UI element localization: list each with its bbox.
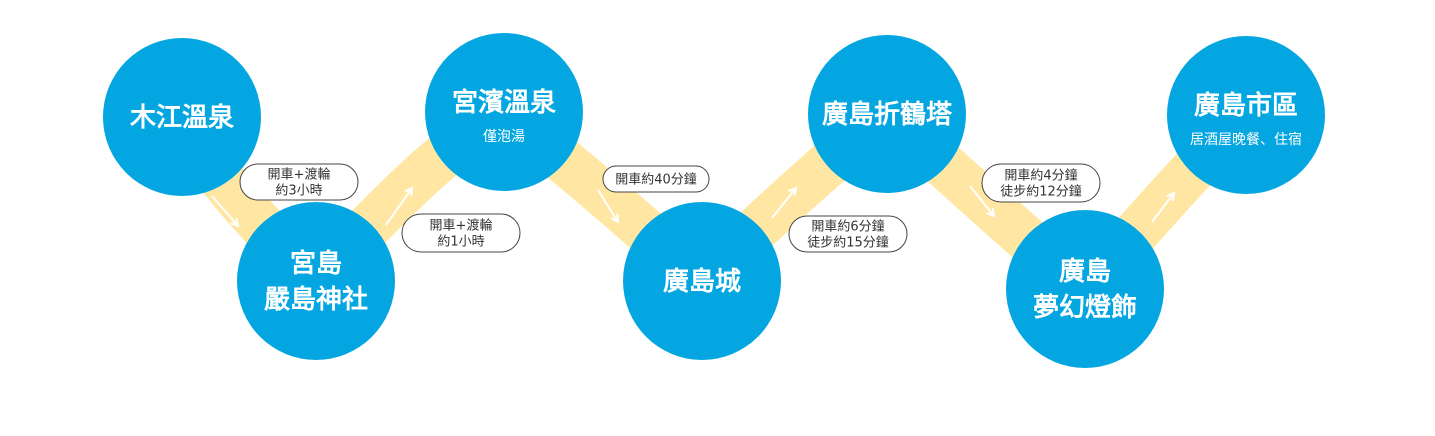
stop-title-3: 宮濱溫泉 bbox=[452, 87, 557, 118]
path-arrow-line-3 bbox=[597, 189, 619, 223]
stop-circle-1 bbox=[103, 38, 261, 196]
stop-circle-7 bbox=[1167, 36, 1325, 194]
path-arrow-line-5 bbox=[969, 185, 995, 217]
leg-label-5 bbox=[981, 163, 1101, 203]
leg-label-text-4: 開車約6分鐘 bbox=[811, 219, 884, 235]
leg-label-1 bbox=[239, 163, 359, 201]
stop-title-7: 廣島市區 bbox=[1194, 90, 1298, 121]
leg-label-4 bbox=[788, 215, 908, 253]
leg-label-text-5: 徒步約12分鐘 bbox=[1000, 184, 1082, 200]
stop-circle-3 bbox=[425, 33, 583, 191]
path-arrow-line-4 bbox=[771, 187, 797, 219]
arrow-head-icon bbox=[986, 207, 996, 218]
stop-subtitle-3: 僅泡湯 bbox=[483, 128, 525, 145]
stop-title-2: 宮島 bbox=[290, 248, 342, 279]
arrow-head-icon bbox=[1166, 191, 1176, 202]
stop-circle-6 bbox=[1006, 210, 1164, 368]
stop-title-1: 木江溫泉 bbox=[129, 102, 235, 133]
leg-label-text-4: 徒步約15分鐘 bbox=[807, 235, 889, 251]
arrow-head-icon bbox=[788, 186, 798, 197]
leg-label-text-5: 開車約4分鐘 bbox=[1004, 168, 1077, 184]
leg-label-text-3: 開車約40分鐘 bbox=[615, 172, 697, 188]
stop-title-6: 夢幻燈飾 bbox=[1033, 292, 1137, 323]
path-arrow-line-2 bbox=[385, 187, 413, 226]
stop-title-2: 嚴島神社 bbox=[264, 284, 368, 315]
stop-circle-5 bbox=[808, 35, 966, 193]
arrow-head-icon bbox=[610, 213, 620, 224]
stop-circle-2 bbox=[237, 202, 395, 360]
leg-label-2 bbox=[401, 213, 521, 253]
arrow-head-icon bbox=[404, 186, 414, 197]
stop-title-4: 廣島城 bbox=[663, 267, 741, 297]
stop-circle-4 bbox=[623, 202, 781, 360]
leg-label-3 bbox=[602, 165, 710, 193]
leg-label-text-1: 約3小時 bbox=[275, 184, 322, 199]
stop-title-6: 廣島 bbox=[1059, 257, 1111, 287]
stop-title-5: 廣島折鶴塔 bbox=[822, 99, 953, 130]
path-arrow-line-6 bbox=[1151, 192, 1175, 223]
leg-label-text-1: 開車+渡輪 bbox=[268, 167, 331, 183]
path-arrow-line-1 bbox=[211, 195, 239, 227]
arrow-head-icon bbox=[230, 217, 240, 228]
leg-label-text-2: 約1小時 bbox=[437, 235, 484, 250]
leg-label-text-2: 開車+渡輪 bbox=[430, 218, 493, 234]
stop-subtitle-7: 居酒屋晚餐、住宿 bbox=[1190, 131, 1302, 148]
